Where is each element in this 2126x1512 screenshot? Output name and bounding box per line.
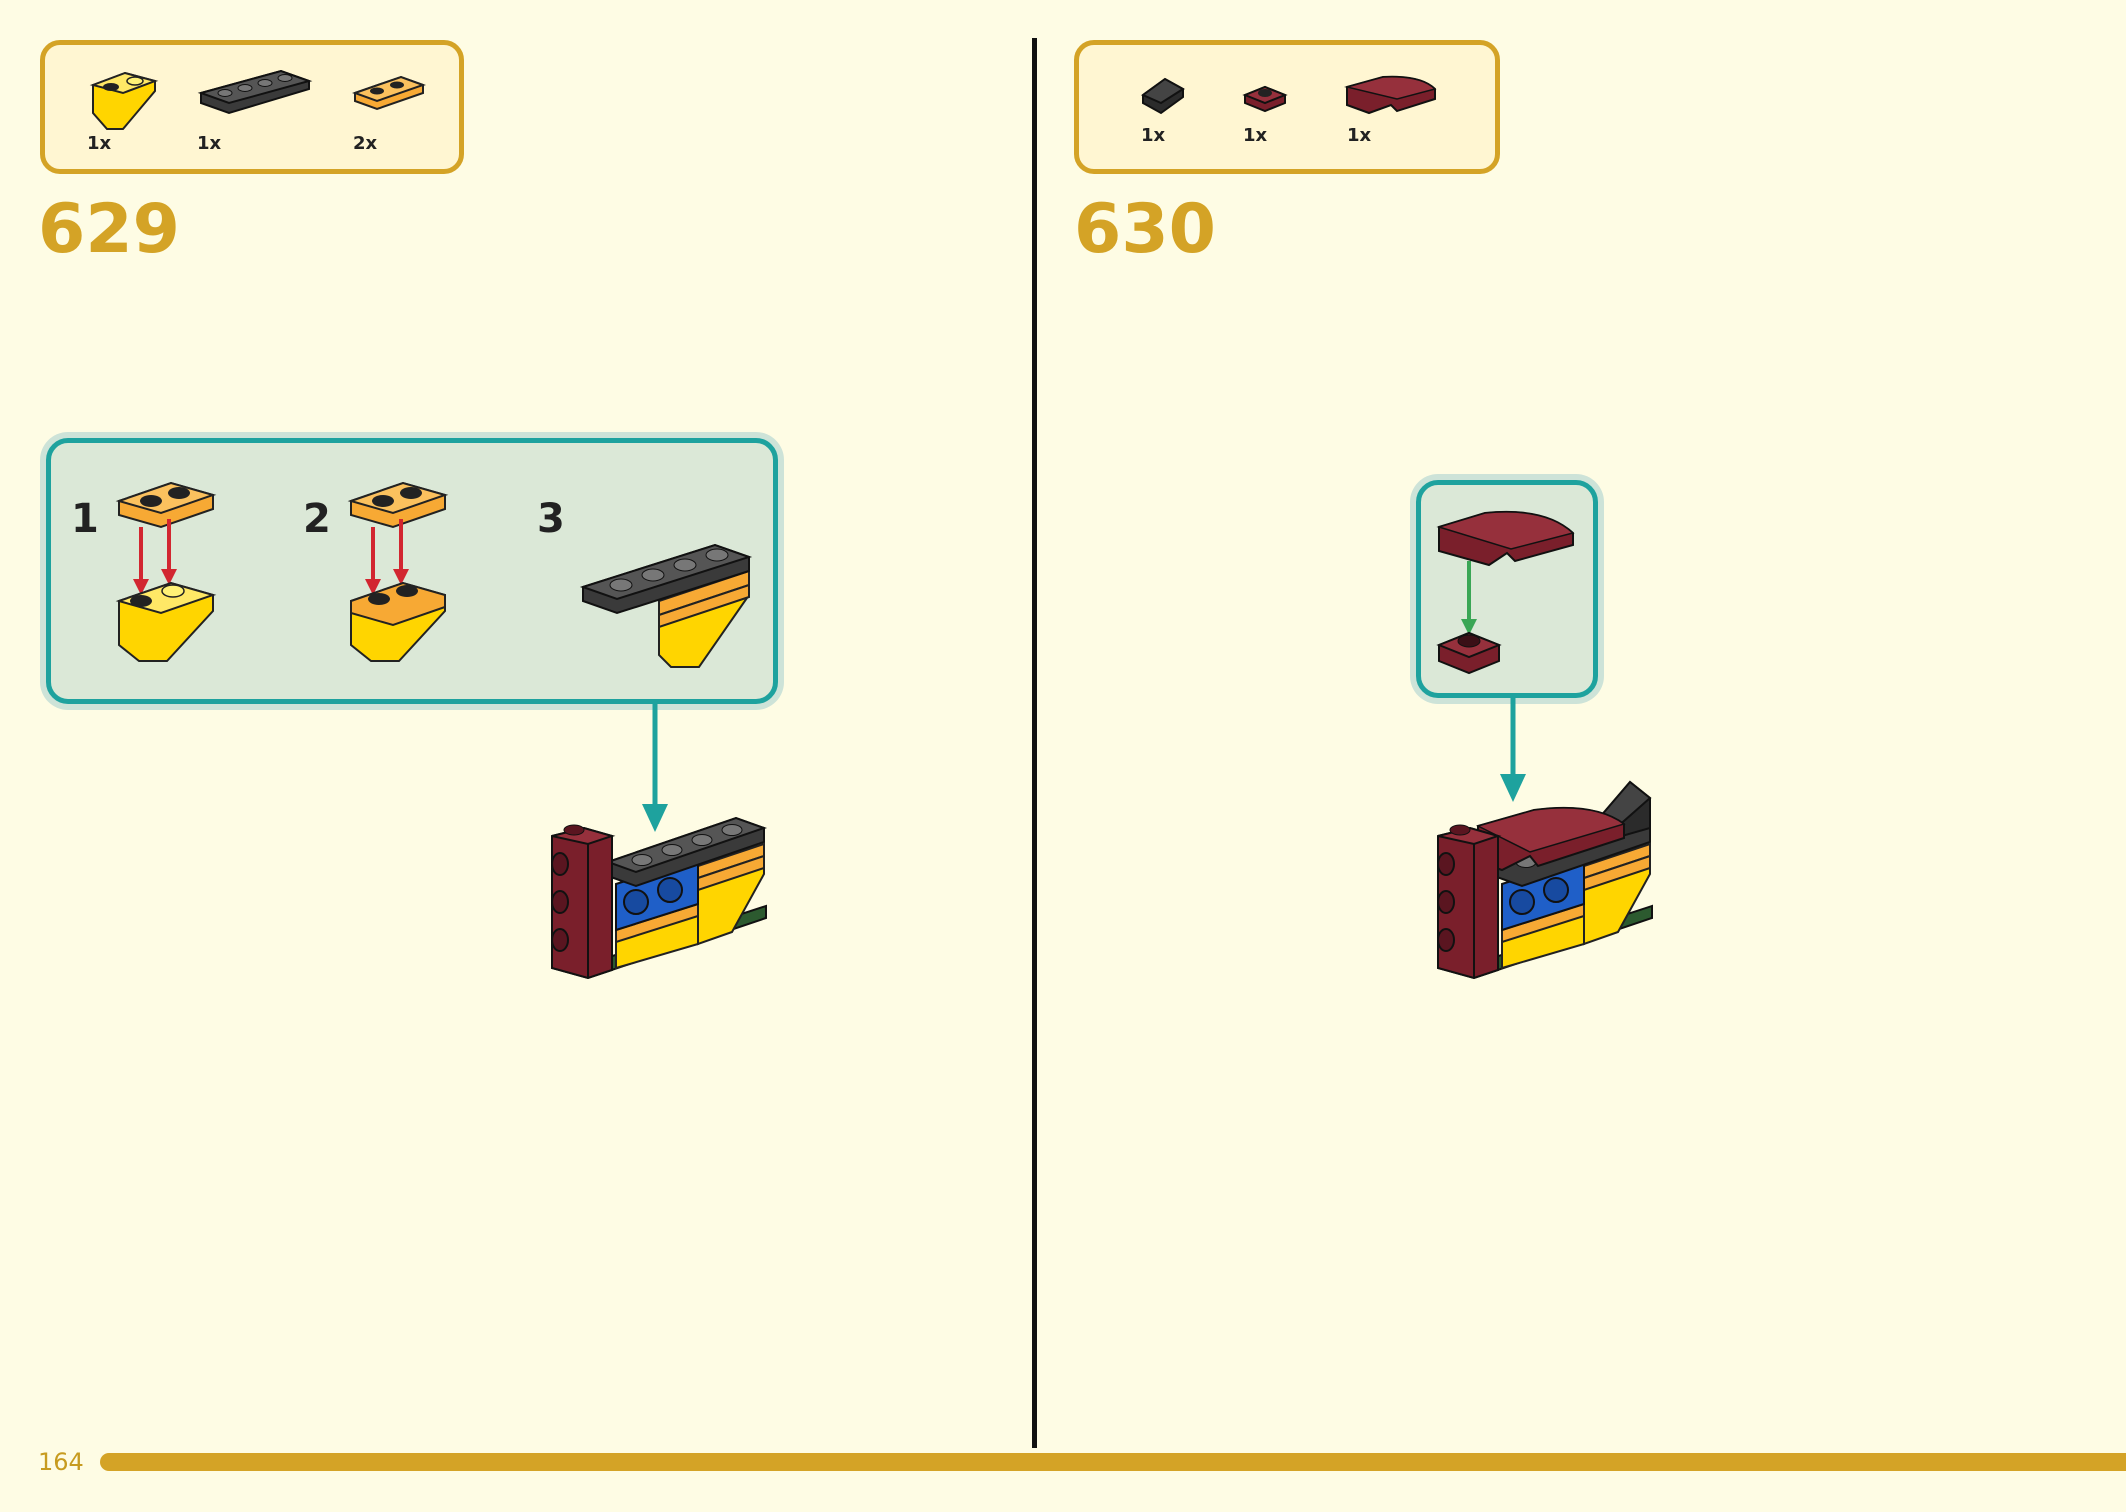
dark-red-curved-slope-icon	[1344, 75, 1437, 115]
substep-2-illustration	[347, 481, 449, 662]
sub-assembly-illustration	[1436, 510, 1575, 675]
callout-arrow	[642, 700, 668, 832]
substep-1-illustration	[115, 481, 217, 662]
part-qty: 1x	[1141, 125, 1166, 146]
orange-1x2-plate-icon	[352, 75, 426, 111]
substep-3-illustration	[579, 543, 753, 668]
model-assembly-630	[1437, 780, 1653, 980]
black-1x4-plate-icon	[197, 69, 313, 115]
black-slope-tile-icon	[1141, 77, 1185, 115]
page-divider	[1032, 38, 1037, 1448]
dark-red-1x1-plate-icon	[1242, 85, 1288, 113]
sub-assembly-callout: 1 2 3	[46, 438, 778, 704]
part-qty: 2x	[353, 133, 378, 154]
parts-list-629: 1x 1x 2x	[40, 40, 464, 174]
sub-assembly-callout	[1416, 480, 1598, 698]
step-number-630: 630	[1074, 190, 1216, 269]
substep-number: 1	[71, 496, 99, 542]
part-qty: 1x	[1347, 125, 1372, 146]
part-qty: 1x	[197, 133, 222, 154]
substep-number: 2	[303, 496, 331, 542]
yellow-inverted-slope-icon	[89, 71, 159, 130]
callout-arrow	[1500, 694, 1526, 802]
part-qty: 1x	[1243, 125, 1268, 146]
parts-list-630: 1x 1x 1x	[1074, 40, 1500, 174]
substep-number: 3	[537, 496, 565, 542]
page-number: 164	[38, 1448, 84, 1476]
progress-bar	[100, 1453, 2126, 1471]
step-number-629: 629	[38, 190, 180, 269]
part-qty: 1x	[87, 133, 112, 154]
model-assembly-629	[551, 816, 768, 980]
